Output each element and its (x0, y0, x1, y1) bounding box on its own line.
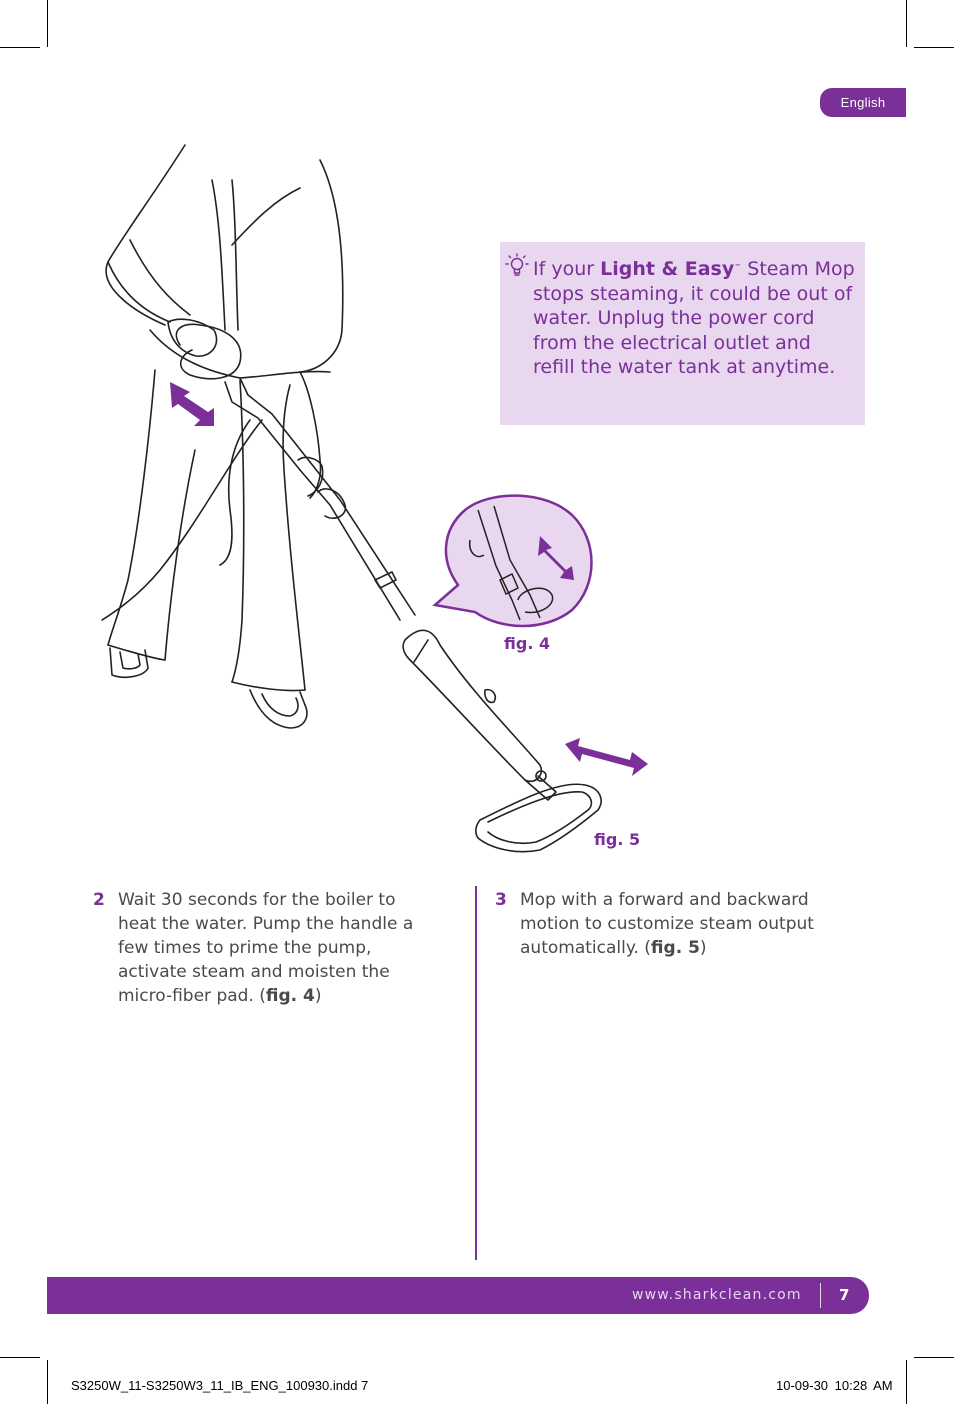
step-close: ) (314, 986, 322, 1006)
fig-reference: fig. 4 (265, 986, 315, 1006)
fig5-label: fig. 5 (594, 830, 641, 849)
tip-text-after: Steam Mop stops steaming, it could be ou… (533, 258, 855, 378)
page-number: 7 (839, 1286, 850, 1304)
crop-mark (906, 1360, 907, 1404)
step-text: Wait 30 seconds for the boiler to heat t… (118, 890, 414, 1006)
column-divider (475, 886, 477, 1260)
crop-mark (914, 1357, 954, 1358)
crop-mark (914, 47, 954, 48)
tip-text-before: If your (533, 258, 601, 280)
lightbulb-icon (505, 253, 529, 276)
step-3-text: Mop with a forward and backward motion t… (520, 888, 850, 960)
motion-arrows (170, 382, 648, 776)
step-close: ) (699, 938, 707, 958)
step-text: Mop with a forward and backward motion t… (520, 890, 814, 958)
crop-mark (0, 47, 40, 48)
tip-box (500, 242, 865, 425)
crop-mark (0, 1357, 40, 1358)
tip-text: If your Light & Easy™ Steam Mop stops st… (533, 255, 855, 380)
crop-mark (47, 1360, 48, 1404)
print-slug-file: S3250W_11-S3250W3_11_IB_ENG_100930.indd … (71, 1378, 369, 1393)
steam-mop-illustration (101, 144, 648, 853)
step-number: 2 (93, 890, 105, 910)
footer-divider (820, 1283, 821, 1308)
step-2-text: Wait 30 seconds for the boiler to heat t… (118, 888, 430, 1008)
fig-reference: fig. 5 (650, 938, 700, 958)
website-link[interactable]: www.sharkclean.com (632, 1287, 802, 1303)
step-number: 3 (495, 890, 507, 910)
fig4-label: fig. 4 (504, 634, 551, 653)
trademark-symbol: ™ (734, 263, 742, 271)
footer-bar (47, 1277, 869, 1314)
tip-brand: Light & Easy (600, 258, 735, 280)
crop-mark (906, 0, 907, 47)
crop-mark (47, 0, 48, 47)
print-slug-datetime: 10-09-30 10:28 AM (776, 1378, 893, 1393)
language-tab[interactable]: English (820, 88, 906, 117)
